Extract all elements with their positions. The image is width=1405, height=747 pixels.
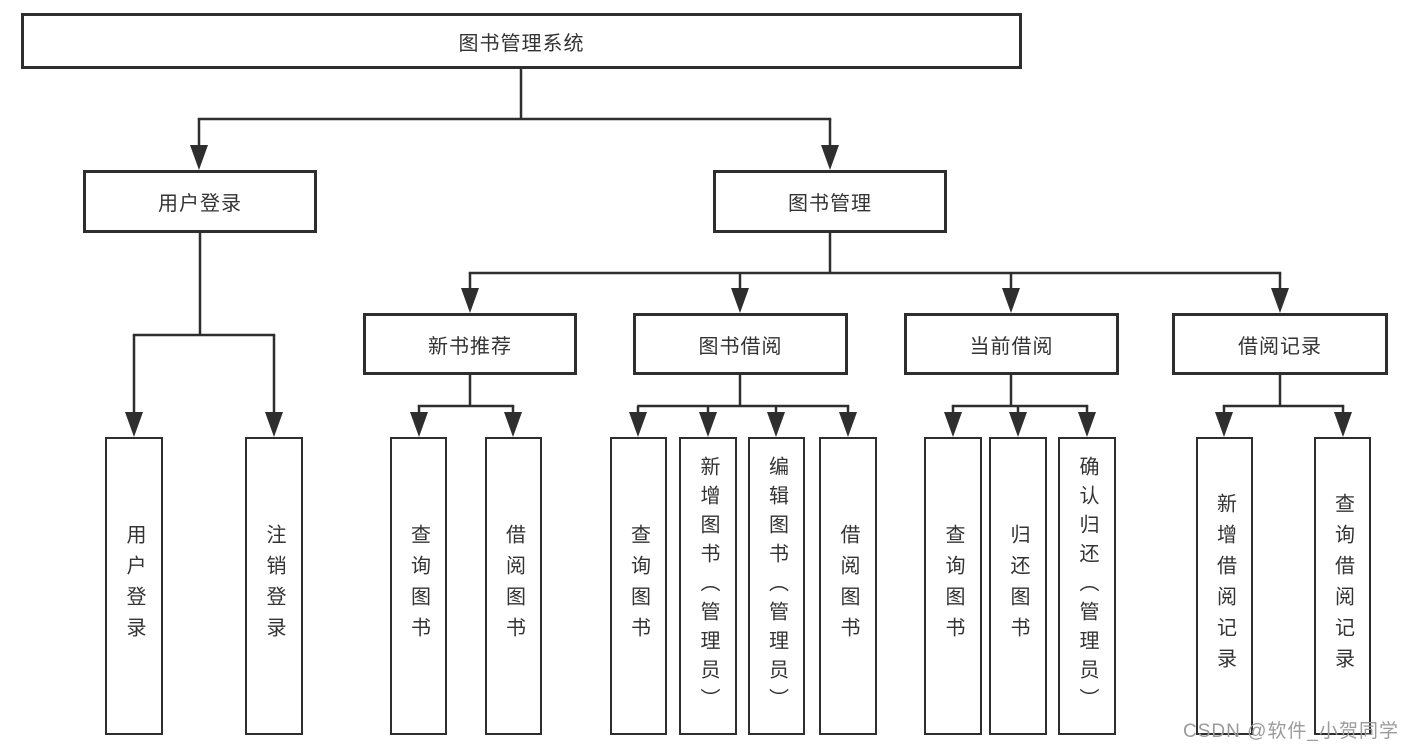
leaf-add-borrow-record: 新增借阅记录 — [1196, 437, 1253, 735]
leaf-label: 查询图书 — [627, 524, 650, 648]
csdn-watermark: CSDN @软件_小贺同学 — [1183, 721, 1399, 742]
leaf-label: 查询借阅记录 — [1331, 493, 1354, 679]
leaf-label: 注销登录 — [263, 524, 285, 648]
leaf-confirm-return-admin: 确认归还（管理员） — [1058, 437, 1116, 735]
node-user-login: 用户登录 — [83, 170, 317, 233]
leaf-label: 编辑图书（管理员） — [765, 455, 788, 717]
node-library-system: 图书管理系统 — [21, 13, 1022, 69]
node-new-book-recommend: 新书推荐 — [363, 313, 577, 375]
node-borrowing-records: 借阅记录 — [1172, 313, 1388, 375]
leaf-return-books: 归还图书 — [989, 437, 1047, 735]
leaf-logout: 注销登录 — [245, 437, 303, 735]
leaf-query-books-current: 查询图书 — [924, 437, 982, 735]
node-label: 图书管理 — [788, 193, 872, 215]
node-label: 借阅记录 — [1238, 335, 1322, 358]
node-label: 用户登录 — [158, 193, 242, 215]
node-label: 新书推荐 — [428, 335, 512, 358]
node-label: 当前借阅 — [969, 335, 1054, 358]
leaf-user-login: 用户登录 — [105, 437, 163, 735]
leaf-label: 用户登录 — [123, 524, 145, 648]
leaf-borrow-books-recommend: 借阅图书 — [485, 437, 542, 735]
leaf-query-books-recommend: 查询图书 — [390, 437, 447, 735]
leaf-label: 查询图书 — [407, 524, 430, 648]
leaf-query-books-borrowing: 查询图书 — [610, 437, 667, 735]
leaf-borrow-books: 借阅图书 — [819, 437, 877, 735]
leaf-label: 新增图书（管理员） — [697, 455, 719, 717]
node-label: 图书管理系统 — [458, 32, 585, 55]
leaf-label: 新增借阅记录 — [1213, 493, 1236, 679]
node-label: 图书借阅 — [698, 335, 783, 358]
leaf-edit-books-admin: 编辑图书（管理员） — [748, 437, 805, 735]
arrowheads — [125, 145, 1352, 437]
leaf-label: 借阅图书 — [837, 524, 859, 648]
leaf-label: 查询图书 — [942, 524, 964, 648]
node-current-borrowing: 当前借阅 — [904, 313, 1119, 375]
leaf-label: 归还图书 — [1007, 524, 1029, 648]
node-book-borrowing: 图书借阅 — [633, 313, 848, 375]
node-book-management: 图书管理 — [713, 170, 947, 233]
leaf-label: 借阅图书 — [502, 524, 525, 648]
leaf-query-borrow-record: 查询借阅记录 — [1314, 437, 1371, 735]
leaf-label: 确认归还（管理员） — [1076, 455, 1098, 717]
leaf-add-books-admin: 新增图书（管理员） — [679, 437, 737, 735]
